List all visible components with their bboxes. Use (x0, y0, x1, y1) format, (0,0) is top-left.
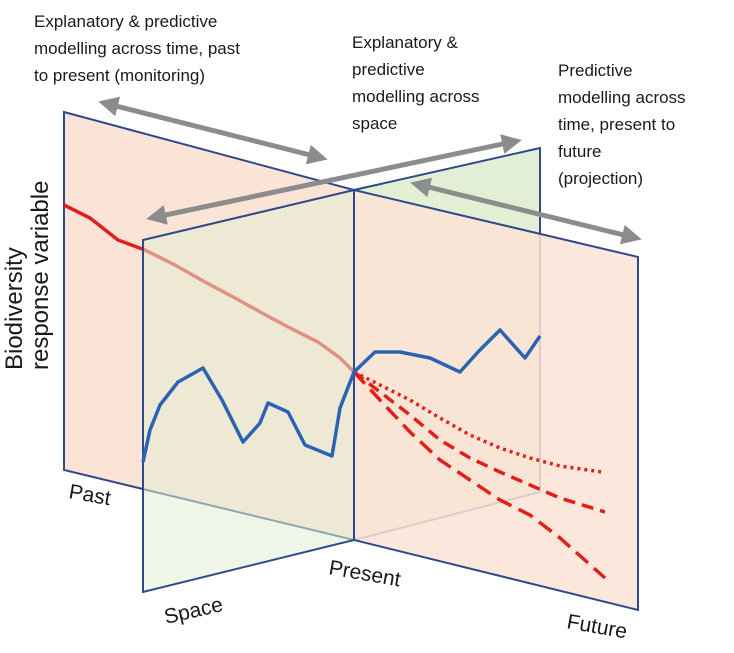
axis-label-past: Past (67, 480, 113, 510)
time-plane-future (353, 188, 639, 612)
red-series-projection-dashed (352, 370, 606, 514)
blue-series-space (141, 328, 542, 463)
red-series-projection-longdash (352, 370, 607, 580)
annotation-space: Explanatory & predictive modelling acros… (352, 33, 484, 133)
arrow-space (146, 134, 522, 225)
space-plane-front (142, 188, 355, 594)
annotation-past-present: Explanatory & predictive modelling acros… (34, 12, 245, 85)
arrow-present-future (410, 177, 642, 245)
annotation-present-future: Predictive modelling across time, presen… (558, 61, 690, 188)
axis-label-present: Present (327, 556, 402, 591)
axis-label-future: Future (565, 610, 629, 643)
axis-label-space: Space (162, 593, 225, 629)
red-series-projection-dotted (353, 370, 603, 474)
y-axis-label: Biodiversity response variable (1, 181, 54, 370)
